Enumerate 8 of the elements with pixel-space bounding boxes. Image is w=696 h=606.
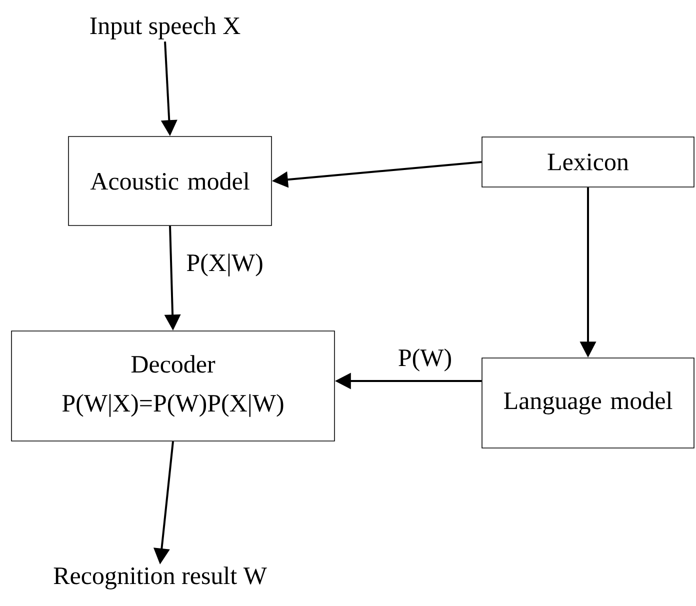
edge-label: P(X|W) xyxy=(185,252,264,278)
process-box: Lexicon xyxy=(482,136,694,188)
process-box: Decoder P(W|X)=P(W)P(X|W) xyxy=(11,330,335,442)
process-box: Acoustic model xyxy=(68,136,272,226)
output-text: Recognition result W xyxy=(54,566,267,590)
process-box: Language model xyxy=(482,358,694,448)
input-text: Input speech X xyxy=(90,16,240,40)
edge-label: P(W) xyxy=(396,348,454,372)
